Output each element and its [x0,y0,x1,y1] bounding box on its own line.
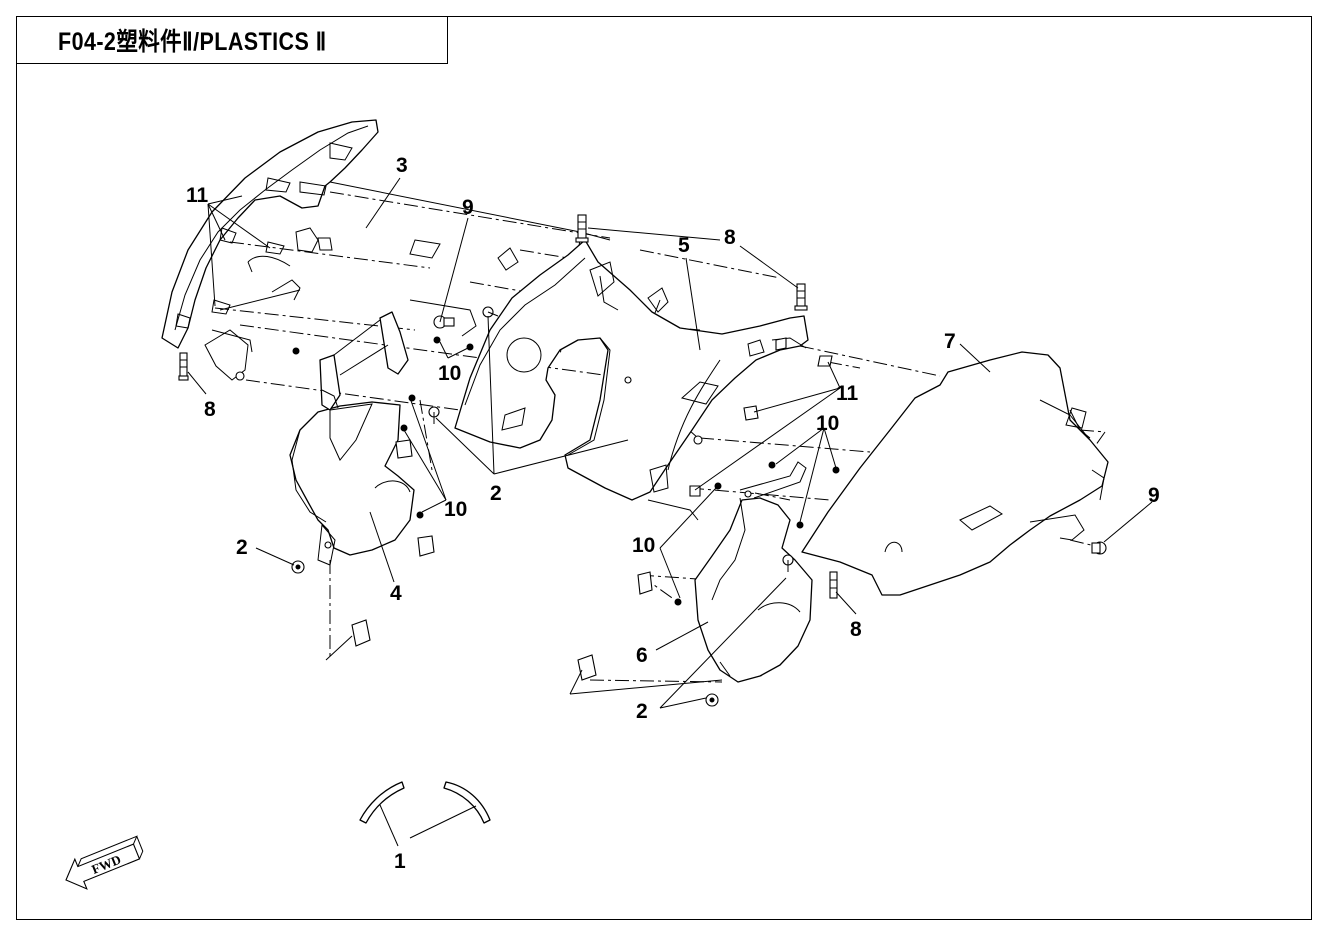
screw-2-top [482,306,499,318]
screw-2-right [782,554,794,572]
callout-numbers: 11 3 9 8 5 8 10 7 11 10 2 10 9 2 10 4 8 … [186,154,1160,873]
callout-2-left: 2 [236,536,248,559]
callout-8-top: 8 [724,226,736,249]
callout-7: 7 [944,330,956,353]
fwd-label: FWD [89,852,123,877]
push-rivet-8-right [794,283,808,311]
part-3-upper-cowl [161,119,611,381]
screw-2-center [428,406,440,424]
callout-3: 3 [396,154,408,177]
title-box: F04-2塑料件Ⅱ/PLASTICS Ⅱ [16,16,448,64]
screw-2-lower [705,693,719,707]
push-rivet-8-lower [829,571,838,599]
callout-9-left: 9 [462,196,474,219]
push-rivet-8-left [178,352,189,381]
callout-8-left: 8 [204,398,216,421]
part-5-center-panel [409,239,809,521]
screw-2-left [291,560,305,574]
push-rivet-8-center [575,214,589,243]
drawing-frame [16,16,1312,920]
callout-2-center: 2 [490,482,502,505]
callout-11-right: 11 [836,382,859,405]
callout-9-right: 9 [1148,484,1160,507]
callout-8-lower: 8 [850,618,862,641]
forward-direction-arrow: FWD [65,835,144,890]
callout-5: 5 [678,234,690,257]
diagram-title: F04-2塑料件Ⅱ/PLASTICS Ⅱ [58,27,327,56]
leader-lines [187,177,1153,847]
callout-1: 1 [394,850,406,873]
bolt-9-left [433,315,455,329]
callout-10-right: 10 [816,412,839,435]
callout-6: 6 [636,644,648,667]
callout-10-left-center: 10 [444,498,467,521]
part-4-left-inner-panel [289,311,415,566]
callout-10-center: 10 [438,362,461,385]
hardware-fasteners [178,214,1107,707]
callout-4: 4 [390,582,402,605]
part-6-right-inner-panel [694,461,813,683]
callout-11-left: 11 [186,184,209,207]
part-1-trim-strips [359,781,491,824]
bolt-9-right [1091,541,1107,555]
callout-2-lower: 2 [636,700,648,723]
part-7-right-panel [801,351,1109,596]
callout-10-lower: 10 [632,534,655,557]
